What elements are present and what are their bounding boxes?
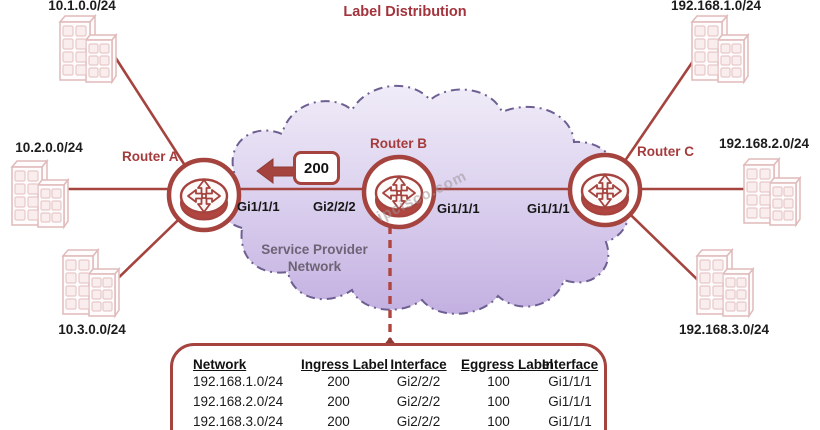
- table-cell: 192.168.1.0/24: [193, 374, 284, 389]
- table-header-network: Network: [193, 357, 247, 372]
- interface-label-routerA-right: Gi1/1/1: [237, 199, 280, 214]
- network-label-192-168-1: 192.168.1.0/24: [670, 0, 762, 13]
- table-cell: Gi2/2/2: [396, 374, 441, 389]
- table-cell: Gi1/1/1: [548, 394, 592, 409]
- building-icon-net-192-1: [691, 15, 749, 83]
- advertised-label-box: 200: [293, 151, 340, 185]
- interface-label-routerC-left: Gi1/1/1: [527, 201, 570, 216]
- table-cell: 200: [327, 414, 350, 429]
- network-label-192-168-2: 192.168.2.0/24: [718, 136, 810, 151]
- router-c-label: Router C: [637, 144, 694, 159]
- table-cell: Gi2/2/2: [396, 394, 441, 409]
- table-header-egress: Eggress Label: [461, 357, 554, 372]
- interface-label-routerB-right: Gi1/1/1: [437, 201, 480, 216]
- network-label-192-168-3: 192.168.3.0/24: [678, 322, 770, 337]
- interface-label-routerB-left: Gi2/2/2: [313, 199, 356, 214]
- building-icon-net-10-2: [11, 160, 69, 228]
- router-a-label: Router A: [122, 149, 179, 164]
- router-c-icon: [570, 155, 640, 225]
- building-icon-net-10-1: [59, 15, 117, 83]
- building-icon-net-192-2: [743, 158, 801, 226]
- building-icon-net-10-3: [62, 249, 120, 317]
- network-label-10-3-0-0: 10.3.0.0/24: [58, 322, 126, 337]
- table-cell: 200: [327, 374, 350, 389]
- router-b-label: Router B: [370, 136, 427, 151]
- mpls-label-table: Network Ingress Label Interface Eggress …: [170, 343, 607, 430]
- network-label-10-2-0-0: 10.2.0.0/24: [15, 140, 83, 155]
- table-row: 192.168.1.0/24 200 Gi2/2/2 100 Gi1/1/1: [173, 372, 604, 392]
- table-cell: 100: [487, 414, 510, 429]
- table-row: 192.168.2.0/24 200 Gi2/2/2 100 Gi1/1/1: [173, 392, 604, 412]
- table-cell: 100: [487, 374, 510, 389]
- table-header-interface-out: Interface: [541, 357, 599, 372]
- table-cell: Gi1/1/1: [548, 414, 592, 429]
- router-a-icon: [169, 160, 239, 230]
- table-header-ingress: Ingress Label: [301, 357, 389, 372]
- table-cell: Gi2/2/2: [396, 414, 441, 429]
- table-header-interface-in: Interface: [390, 357, 447, 372]
- table-cell: 192.168.3.0/24: [193, 414, 284, 429]
- table-cell: 200: [327, 394, 350, 409]
- table-cell: 100: [487, 394, 510, 409]
- cloud-label-line1: Service Provider: [261, 242, 368, 257]
- cloud-label: Service Provider Network: [252, 241, 377, 275]
- building-icon-net-192-3: [696, 249, 754, 317]
- page-title: Label Distribution: [343, 4, 467, 20]
- table-cell: 192.168.2.0/24: [193, 394, 284, 409]
- table-header-row: Network Ingress Label Interface Eggress …: [173, 357, 604, 372]
- table-cell: Gi1/1/1: [548, 374, 592, 389]
- network-label-10-1-0-0: 10.1.0.0/24: [48, 0, 116, 13]
- cloud-label-line2: Network: [287, 259, 342, 274]
- table-row: 192.168.3.0/24 200 Gi2/2/2 100 Gi1/1/1: [173, 412, 604, 430]
